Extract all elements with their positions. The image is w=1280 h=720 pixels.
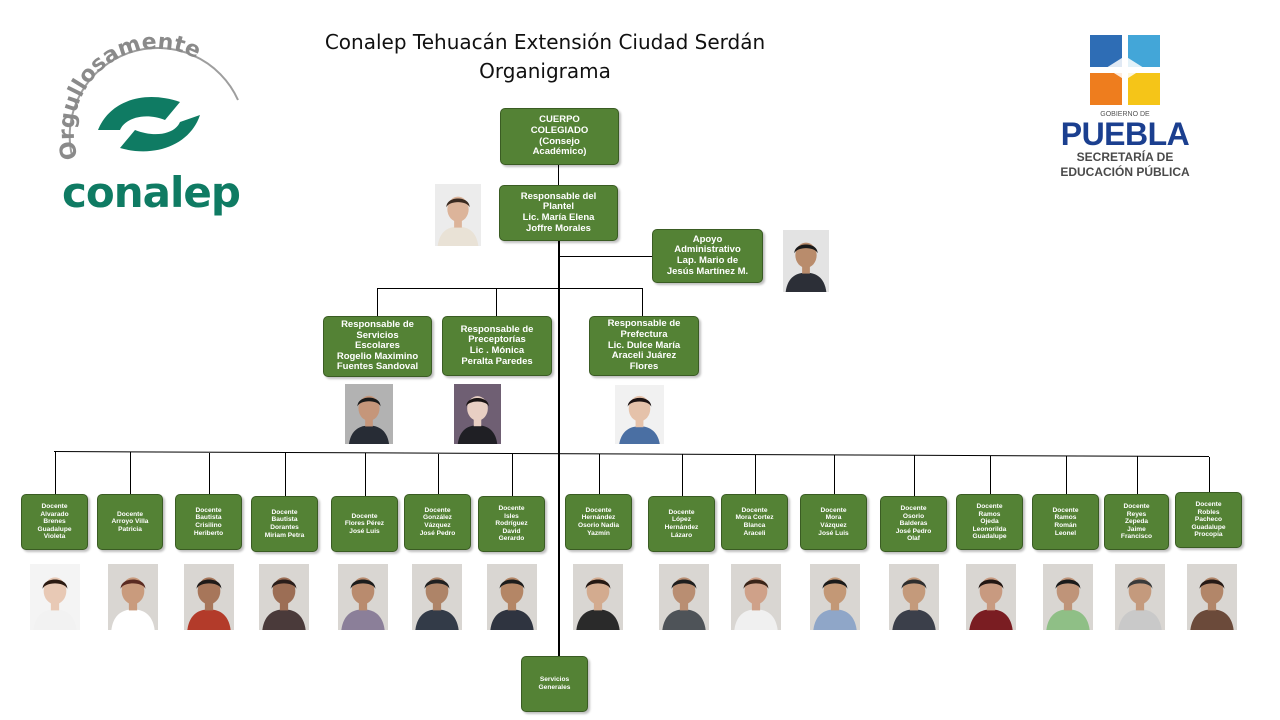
node-servicios-generales: Servicios Generales (521, 656, 588, 712)
connector-docente-drop (285, 452, 286, 496)
node-prefectura: Responsable de Prefectura Lic. Dulce Mar… (589, 316, 699, 376)
connector-docente-drop (755, 454, 756, 494)
connector-docente-drop (1209, 456, 1210, 492)
connector-docente-drop (438, 453, 439, 494)
photo-docente (573, 564, 623, 630)
connector-docente-drop (55, 452, 56, 494)
conalep-wordmark: conalep (62, 168, 241, 217)
node-docente: Docente Robles Pacheco Guadalupe Procopi… (1175, 492, 1242, 548)
connector-docente-drop (1066, 455, 1067, 494)
connector-apoyo (558, 256, 653, 257)
org-title: Conalep Tehuacán Extensión Ciudad Serdán (324, 30, 766, 54)
connector-docentes-bar (53, 451, 1209, 458)
node-responsable-plantel: Responsable del Plantel Lic. María Elena… (499, 185, 618, 241)
connector-docente-drop (512, 453, 513, 496)
connector-responsables-bar (377, 288, 643, 289)
node-servicios-escolares: Responsable de Servicios Escolares Rogel… (323, 316, 432, 377)
node-docente: Docente González Vázquez José Pedro (404, 494, 471, 550)
photo-docente (889, 564, 939, 630)
connector-docente-drop (209, 452, 210, 494)
connector-colegiado-plantel (558, 165, 559, 185)
node-docente: Docente Ramos Román Leonel (1032, 494, 1099, 550)
photo-docente (30, 564, 80, 630)
connector-preceptorias-drop (496, 288, 497, 316)
conalep-logo: Orgullosamente (55, 30, 239, 162)
node-cuerpo-colegiado: CUERPO COLEGIADO (Consejo Académico) (500, 108, 619, 165)
connector-docente-drop (990, 455, 991, 494)
photo-docente (108, 564, 158, 630)
photo-responsable-plantel (435, 184, 481, 246)
connector-docente-drop (1137, 456, 1138, 494)
node-preceptorias: Responsable de Preceptorías Lic . Mónica… (442, 316, 552, 376)
puebla-name: PUEBLA (1060, 116, 1190, 152)
photo-docente (487, 564, 537, 630)
photo-docente (966, 564, 1016, 630)
photo-preceptorias (454, 384, 501, 444)
connector-docente-drop (599, 454, 600, 494)
photo-docente (1115, 564, 1165, 630)
photo-servicios-escolares (345, 384, 393, 444)
photo-docente (810, 564, 860, 630)
node-apoyo-administrativo: Apoyo Administrativo Lap. Mario de Jesús… (652, 229, 763, 283)
photo-docente (412, 564, 462, 630)
connector-docente-drop (130, 452, 131, 494)
connector-escolares-drop (377, 288, 378, 316)
puebla-gobierno-text: GOBIERNO DE (1100, 111, 1150, 118)
puebla-secretaria-line2: EDUCACIÓN PÚBLICA (1060, 165, 1190, 179)
photo-prefectura (615, 385, 664, 444)
photo-docente (338, 564, 388, 630)
node-docente: Docente Isles Rodríguez David Gerardo (478, 496, 545, 552)
node-docente: Docente Ramos Ojeda Leonorilda Guadalupe (956, 494, 1023, 550)
photo-docente (731, 564, 781, 630)
node-docente: Docente Reyes Zepeda Jaime Francisco (1104, 494, 1169, 550)
photo-docente (184, 564, 234, 630)
connector-docente-drop (834, 455, 835, 494)
puebla-secretaria-line1: SECRETARÍA DE (1076, 150, 1174, 164)
org-subtitle: Organigrama (479, 59, 611, 83)
node-docente: Docente Mora Vázquez José Luis (800, 494, 867, 550)
photo-docente (259, 564, 309, 630)
connector-docente-drop (365, 453, 366, 496)
connector-prefectura-drop (642, 288, 643, 316)
node-docente: Docente Arroyo Villa Patricia (97, 494, 163, 550)
photo-apoyo-administrativo (783, 230, 829, 292)
node-docente: Docente Osorio Balderas José Pedro Olaf (880, 496, 947, 552)
node-docente: Docente Flores Pérez José Luis (331, 496, 398, 552)
node-docente: Docente Hernández Osorio Nadia Yazmín (565, 494, 632, 550)
photo-docente (1043, 564, 1093, 630)
connector-docente-drop (682, 454, 683, 496)
node-docente: Docente Alvarado Brenes Guadalupe Violet… (21, 494, 88, 550)
photo-docente (659, 564, 709, 630)
connector-main-trunk (558, 240, 560, 657)
node-docente: Docente Mora Cortez Blanca Araceli (721, 494, 788, 550)
puebla-logo (1090, 35, 1160, 105)
connector-docente-drop (914, 455, 915, 496)
photo-docente (1187, 564, 1237, 630)
node-docente: Docente López Hernández Lázaro (648, 496, 715, 552)
node-docente: Docente Bautista Crisilino Heriberto (175, 494, 242, 550)
node-docente: Docente Bautista Dorantes Miriam Petra (251, 496, 318, 552)
